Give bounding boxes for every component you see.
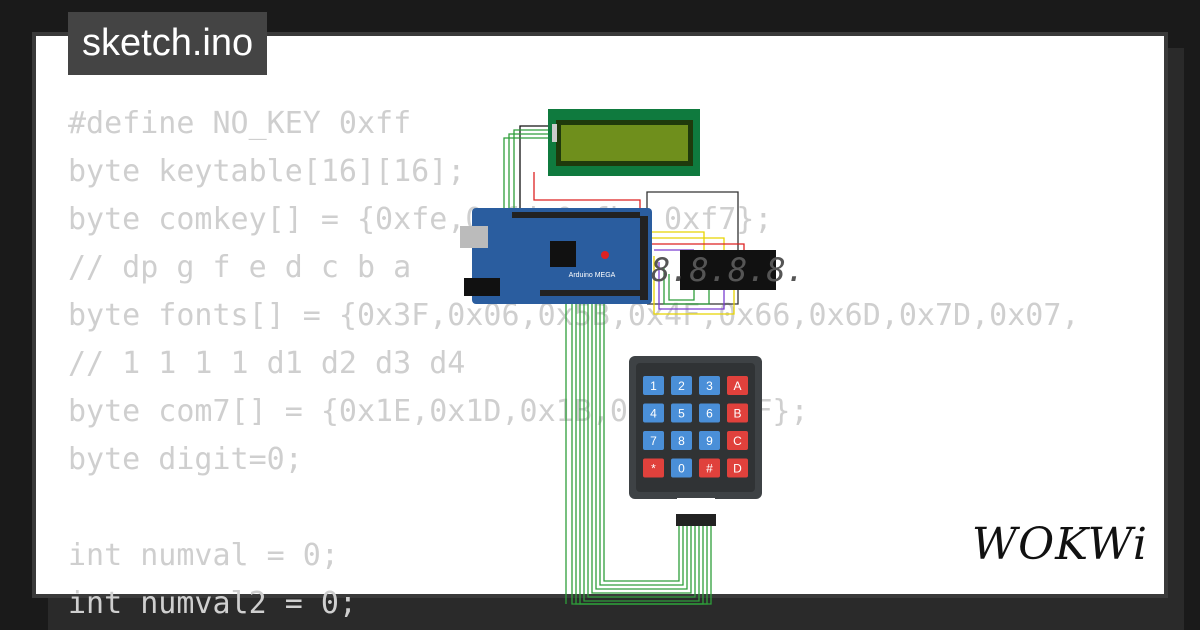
keypad-key-label: 8: [678, 434, 685, 448]
keypad-key-label: C: [733, 434, 742, 448]
wokwi-logo: WOKWi: [971, 519, 1148, 570]
keypad-key-label: 2: [678, 379, 685, 393]
seven-segment-digits: 8.8.8.8.: [651, 251, 805, 289]
code-line: byte keytable[16][16];: [68, 154, 466, 189]
keypad-key: [671, 403, 692, 423]
code-line: // dp g f e d c b a: [68, 250, 412, 285]
file-tab[interactable]: sketch.ino: [68, 12, 268, 75]
lcd-wires: [503, 125, 641, 214]
keypad-key-label: #: [706, 462, 713, 476]
keypad-wires: [565, 304, 712, 605]
keypad-key: [643, 403, 664, 423]
keypad-key: [643, 431, 664, 450]
seven-segment-display: 8.8.8.8.: [651, 250, 805, 290]
code-line: byte comkey[] = {0xfe,0xfd,0xfb, 0xf7};: [68, 202, 773, 237]
keypad-key: [727, 458, 748, 478]
keypad-key-label: 9: [706, 434, 713, 448]
keypad-key-label: D: [733, 462, 742, 476]
circuit-diagram: Arduino MEGA 8.8.8.8. 1 2 3 A 4 5 6 B 7 8 9 C * 0 # D: [460, 109, 805, 605]
keypad-key: [671, 458, 692, 478]
code-line: #define NO_KEY 0xff: [68, 106, 412, 141]
code-line: int numval = 0;: [68, 538, 339, 573]
board-label: Arduino MEGA: [569, 272, 616, 279]
code-line: byte digit=0;: [68, 442, 303, 477]
lcd-display: [548, 109, 700, 176]
code-line: int numval2 = 0;: [68, 586, 357, 621]
keypad-key-label: 4: [650, 407, 657, 421]
preview-card: #define NO_KEY 0xff byte keytable[16][16]…: [32, 32, 1168, 621]
code-line: // 1 1 1 1 d1 d2 d3 d4: [68, 346, 466, 381]
keypad-key: [643, 458, 664, 478]
display-wires: [646, 191, 745, 315]
arduino-mega-board: Arduino MEGA: [460, 208, 652, 304]
keypad-key: [699, 376, 720, 395]
keypad-key: [671, 376, 692, 395]
keypad-key: [727, 431, 748, 450]
keypad-key: [699, 403, 720, 423]
keypad-key-label: 3: [706, 379, 713, 393]
keypad-key: [643, 376, 664, 395]
keypad-key: [699, 458, 720, 478]
keypad-key-label: *: [651, 462, 656, 476]
keypad-key-label: 1: [650, 379, 657, 393]
keypad-key-label: 6: [706, 407, 713, 421]
keypad: 1 2 3 A 4 5 6 B 7 8 9 C * 0 # D: [629, 356, 762, 526]
keypad-key-label: B: [733, 407, 741, 421]
keypad-key-label: A: [733, 379, 741, 393]
keypad-key: [727, 376, 748, 395]
keypad-key: [671, 431, 692, 450]
keypad-key-label: 7: [650, 434, 657, 448]
keypad-key: [727, 403, 748, 423]
keypad-key-label: 5: [678, 407, 685, 421]
keypad-key-label: 0: [678, 462, 685, 476]
keypad-key: [699, 431, 720, 450]
